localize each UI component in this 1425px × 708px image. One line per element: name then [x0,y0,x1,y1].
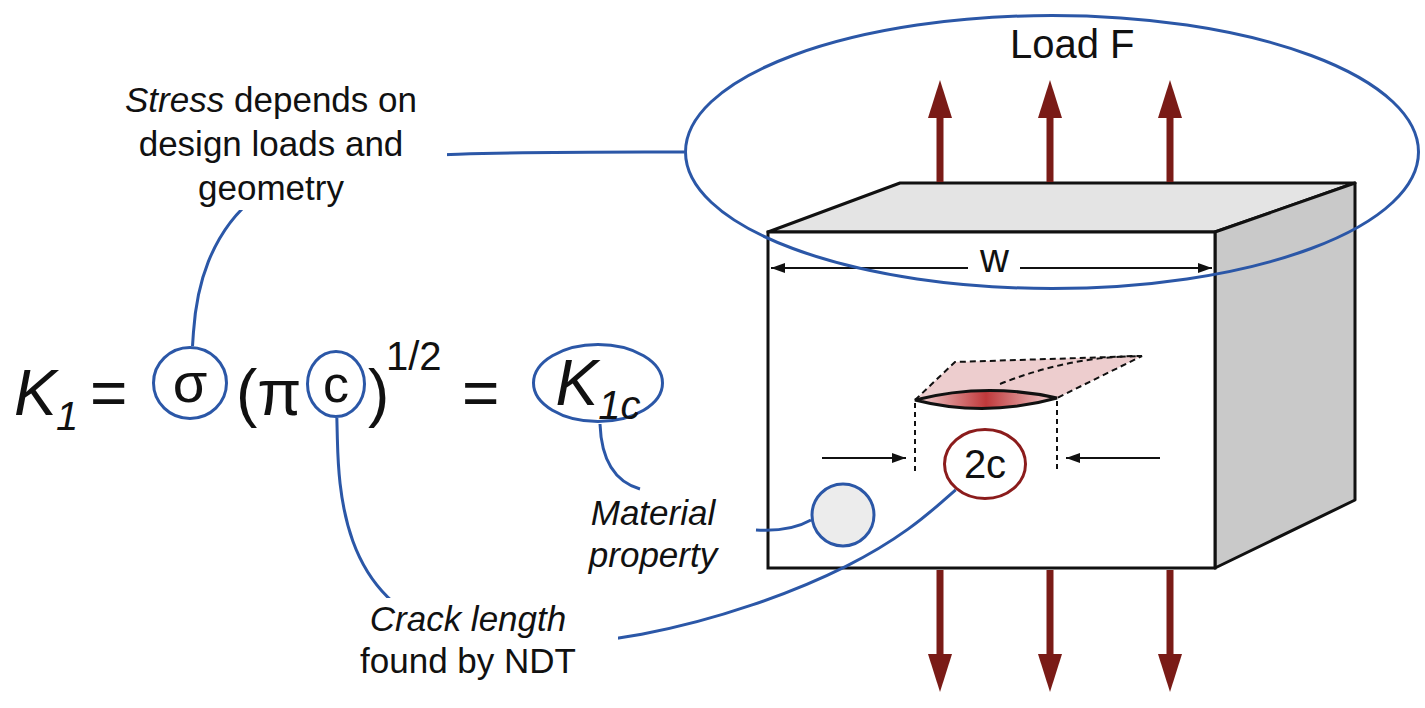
crack-note-heading: Crack length [322,598,614,640]
equation-term: (π [236,361,301,425]
load-arrow [1167,118,1174,182]
stress-note-heading: Stress [125,80,224,119]
material-circle [812,484,874,546]
load-region-ellipse: Load F w [684,14,1420,290]
crack-length-circle: 2c [943,428,1027,500]
crack-dimension-arrow [1066,457,1160,459]
node-text-group: σ [173,355,208,411]
crack-note-text: found by NDT [322,640,614,682]
crack-symbol: c [323,358,349,410]
load-arrow [1167,570,1174,654]
leader-line [600,424,640,489]
crack-front [1000,356,1142,384]
node-text-group: 2c [964,444,1006,484]
toughness-ellipse: K1c [532,343,664,423]
stress-symbol: σ [173,355,208,411]
width-dimension-line [771,267,968,269]
crack-length-label: 2c [964,444,1006,484]
toughness-symbol: K [556,351,599,415]
width-dimension: w [980,236,1009,280]
crack-extent-line [914,403,916,472]
crack-dimension-arrow [822,457,906,459]
equation-subscript: 1 [56,396,78,436]
crack-opening [915,390,1057,408]
stress-note: Stressdepends on design loads and geomet… [95,78,447,210]
equation-exponent: 1/2 [386,336,442,376]
load-arrow [1047,570,1054,654]
material-note: Material property [552,492,754,576]
crack-extent-line [1056,401,1058,472]
width-dimension-line [1020,267,1212,269]
load-label: Load F [1010,22,1135,66]
load-arrow [1047,118,1054,182]
crack-circle: c [306,350,366,418]
load-arrow [937,118,944,182]
stress-circle: σ [152,346,228,420]
equation-operator: = [462,361,499,425]
equation-operator: = [90,361,127,425]
leader-line [756,520,811,530]
node-text-group: K1c [556,351,641,415]
crack-note: Crack lengthfound by NDT [318,598,618,682]
material-note-text: Material property [556,492,750,576]
load-arrow [937,570,944,654]
equation-symbol: K [14,361,57,425]
toughness-subscript: 1c [598,385,640,425]
node-text-group: c [323,358,349,410]
